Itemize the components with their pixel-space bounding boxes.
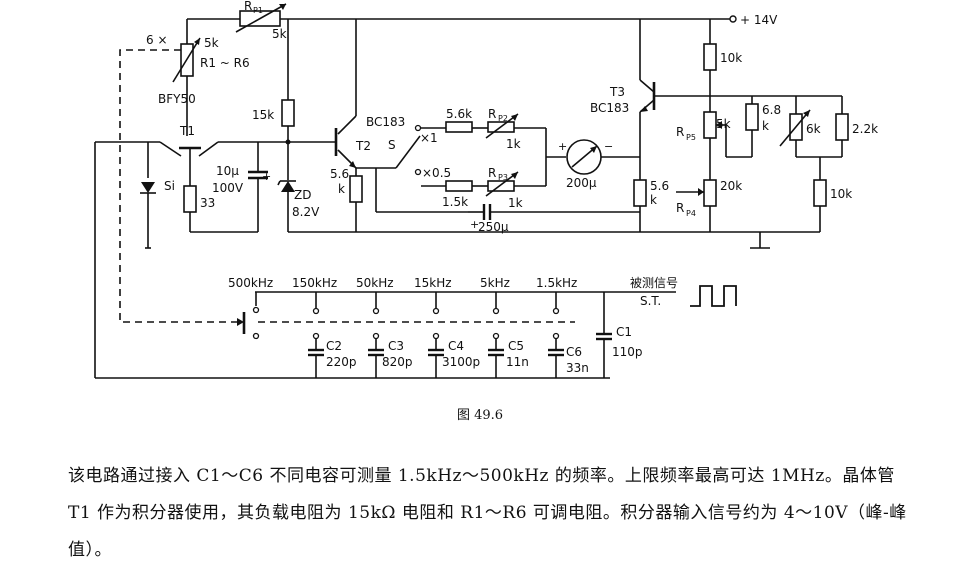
- r10k-a-label: 10k: [720, 51, 742, 65]
- r56a-label-1: 5.6: [330, 167, 349, 181]
- switch-x1-label: ×1: [420, 131, 438, 145]
- svg-text:+: +: [262, 170, 271, 183]
- r33-label: 33: [200, 196, 215, 210]
- c1-name: C1: [616, 325, 632, 339]
- switch-s-label: S: [388, 138, 396, 152]
- rp5-value: 5k: [716, 117, 731, 131]
- cap-c2-name: C2: [326, 339, 342, 353]
- cap-c5-value: 11n: [506, 355, 529, 369]
- r56b-label-1: 5.6: [650, 179, 669, 193]
- c10-voltage: 100V: [212, 181, 244, 195]
- si-diode-label: Si: [164, 179, 175, 193]
- rp1-label: R: [244, 0, 252, 13]
- r1r6-label: R1 ~ R6: [200, 56, 250, 70]
- freq-500k: 500kHz: [228, 276, 273, 290]
- cap-c2-value: 220p: [326, 355, 357, 369]
- cap-c4-value: 3100p: [442, 355, 480, 369]
- r15k-label: 15k: [252, 108, 274, 122]
- t2-type-label: BC183: [366, 115, 405, 129]
- t1-label: T1: [179, 124, 195, 138]
- r56k-top-label: 5.6k: [446, 107, 472, 121]
- r68-label-2: k: [762, 119, 769, 133]
- rp3-label: R: [488, 166, 496, 180]
- description-text: 该电路通过接入 C1～C6 不同电容可测量 1.5kHz～500kHz 的频率。…: [68, 466, 907, 560]
- r15k-b-label: 1.5k: [442, 195, 468, 209]
- rp2-label: R: [488, 107, 496, 121]
- freq-15k: 15kHz: [414, 276, 452, 290]
- switch-x05-label: ×0.5: [422, 166, 451, 180]
- freq-150k: 150kHz: [292, 276, 337, 290]
- rp3-value: 1k: [508, 196, 523, 210]
- r6k-label: 6k: [806, 122, 821, 136]
- rp4-label: R: [676, 201, 684, 215]
- r68-label-1: 6.8: [762, 103, 781, 117]
- zd-voltage: 8.2V: [292, 205, 320, 219]
- r56b-label-2: k: [650, 193, 657, 207]
- rp1-sub: P1: [253, 6, 263, 15]
- t3-type-label: BC183: [590, 101, 629, 115]
- cap-c6-name: C6: [566, 345, 582, 359]
- t3-label: T3: [609, 85, 625, 99]
- cap-c3-value: 820p: [382, 355, 413, 369]
- r56a-label-2: k: [338, 182, 345, 196]
- t1-type-label: BFY50: [158, 92, 196, 106]
- r20k-label: 20k: [720, 179, 742, 193]
- cap-c3-name: C3: [388, 339, 404, 353]
- t2-label: T2: [355, 139, 371, 153]
- rp5-label: R: [676, 125, 684, 139]
- r1r6-value: 5k: [204, 36, 219, 50]
- rp2-value: 1k: [506, 137, 521, 151]
- rp2-sub: P2: [498, 114, 508, 123]
- cap-c4-name: C4: [448, 339, 464, 353]
- rp4-sub: P4: [686, 209, 696, 218]
- figure-caption: 图 49.6: [456, 408, 504, 423]
- cap-c5-name: C5: [508, 339, 524, 353]
- st-label: S.T.: [640, 294, 661, 308]
- freq-50k: 50kHz: [356, 276, 394, 290]
- meter-label: 200μ: [566, 176, 597, 190]
- six-times-label: 6 ×: [146, 33, 168, 47]
- freq-1.5k: 1.5kHz: [536, 276, 577, 290]
- circuit-schematic: R P1 5k 6 × 5k R1 ~ R6 BFY50 T1 Si 33 10…: [94, 0, 878, 379]
- cap-c6-value: 33n: [566, 361, 589, 375]
- zd-label: ZD: [294, 188, 311, 202]
- r10k-b-label: 10k: [830, 187, 852, 201]
- signal-label: 被测信号: [630, 276, 678, 290]
- rp5-sub: P5: [686, 133, 696, 142]
- svg-text:+: +: [558, 140, 567, 153]
- freq-5k: 5kHz: [480, 276, 510, 290]
- svg-text:+: +: [470, 218, 479, 231]
- svg-text:−: −: [604, 140, 613, 153]
- rp3-sub: P3: [498, 173, 508, 182]
- r22k-label: 2.2k: [852, 122, 878, 136]
- supply-label: + 14V: [740, 13, 778, 27]
- c10-label: 10μ: [216, 164, 239, 178]
- rp1-value: 5k: [272, 27, 287, 41]
- c250-label: 250μ: [478, 220, 509, 234]
- c1-value: 110p: [612, 345, 643, 359]
